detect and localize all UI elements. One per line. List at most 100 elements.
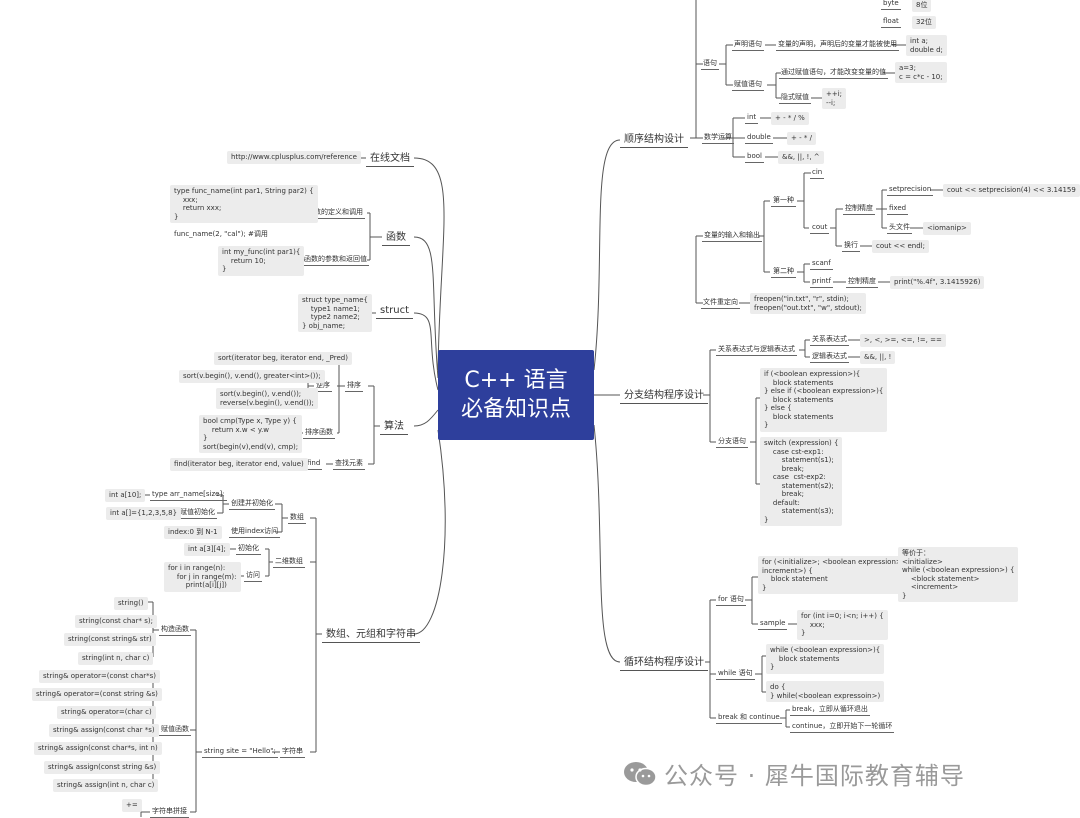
concat-op: += <box>122 799 142 812</box>
docs-url[interactable]: http://www.cplusplus.com/reference <box>227 151 361 164</box>
algo-reverse: 逆序 <box>314 381 332 392</box>
branch-loop-title: 循环结构程序设计 <box>620 653 708 671</box>
algo-find-short: find <box>305 459 323 470</box>
break-desc: break，立即从循环退出 <box>790 705 870 716</box>
io-first: 第一种 <box>771 196 796 207</box>
func-def-code: type func_name(int par1, String par2) { … <box>170 185 318 223</box>
branch-func-title: 函数 <box>382 228 410 246</box>
string-assign: 赋值函数 <box>159 725 191 736</box>
twod-access: 访问 <box>244 571 262 582</box>
reverse-code-1: sort(v.begin(), v.end(), greater<int>())… <box>179 370 325 383</box>
type-byte: byte <box>881 0 901 10</box>
for-sample: sample <box>758 619 788 630</box>
seq-stmt: 语句 <box>701 59 719 70</box>
array-create: 创建并初始化 <box>229 499 275 510</box>
ctor-item: string(int n, char c) <box>78 652 154 665</box>
array-index: 使用index访问 <box>229 527 281 538</box>
root-title-line1: C++ 语言 <box>464 368 568 393</box>
op-bool-values: &&, ||, !, ^ <box>778 151 824 164</box>
connector-lines <box>136 0 943 817</box>
watermark: 公众号 · 犀牛国际教育辅导 <box>622 756 965 791</box>
op-int: int <box>745 113 759 124</box>
dowhile-code: do { } while(<boolean expressoin>) <box>766 681 885 702</box>
branch-arrays-title: 数组、元组和字符串 <box>322 625 420 643</box>
branch-seq-title: 顺序结构设计 <box>620 130 688 148</box>
logic-expr: 逻辑表达式 <box>810 352 849 363</box>
branch-stmt: 分支语句 <box>716 437 748 448</box>
ctrl-precision-2: 控制精度 <box>846 277 878 288</box>
ctor-item: string(const string& str) <box>64 633 156 646</box>
func-param: 函数的参数和返回值 <box>302 255 369 266</box>
type-float: float <box>881 17 901 28</box>
watermark-text: 公众号 · 犀牛国际教育辅导 <box>664 762 965 790</box>
redirect-code: freopen("in.txt", "r", stdin); freopen("… <box>750 293 866 314</box>
op-bool: bool <box>745 152 764 163</box>
rel-logic: 关系表达式与逻辑表达式 <box>716 345 797 356</box>
io-cin: cin <box>810 168 825 179</box>
algo-sort: 排序 <box>345 381 363 392</box>
wechat-icon <box>624 761 657 786</box>
assign-item: string& assign(int n, char c) <box>53 779 159 792</box>
branch-algo-title: 算法 <box>380 417 408 435</box>
algo-cmp: 排序函数 <box>303 428 335 439</box>
reverse-code-2: sort(v.begin(), v.end()); reverse(v.begi… <box>216 388 318 409</box>
assign-desc: 通过赋值语句，才能改变变量的值 <box>779 68 888 79</box>
io-printf: printf <box>810 277 833 288</box>
string-decl: string site = "Hello"; <box>202 747 278 758</box>
twod-init: 初始化 <box>236 544 261 555</box>
continue-desc: continue，立即开始下一轮循环 <box>790 722 895 733</box>
math-ops: 数学运算 <box>702 133 734 144</box>
sort-proto: sort(iterator beg, iterator end, _Pred) <box>214 352 352 365</box>
assign-stmt: 赋值语句 <box>732 80 764 91</box>
header-file: 头文件 <box>887 223 912 234</box>
break-continue: break 和 continue <box>716 713 782 724</box>
array-index-range: index:0 到 N-1 <box>164 526 222 539</box>
newline: 换行 <box>842 241 860 252</box>
find-code: find(iterator beg, iterator end, value) <box>170 458 308 471</box>
sample-code: for (int i=0; i<n; i++) { xxx; } <box>797 610 888 640</box>
ctor-item: string() <box>114 597 148 610</box>
twod-array: 二维数组 <box>273 557 305 568</box>
for-stmt: for 语句 <box>716 595 746 606</box>
assign-item: string& assign(const string &s) <box>44 761 161 774</box>
redirect: 文件重定向 <box>701 298 740 309</box>
root-title-line2: 必备知识点 <box>460 397 571 422</box>
twod-init-code: int a[3][4]; <box>184 543 230 556</box>
op-double-values: + - * / <box>787 132 816 145</box>
type-byte-value: 8位 <box>912 0 932 12</box>
type-float-value: 32位 <box>912 16 936 29</box>
assign-item: string& assign(const char *s) <box>49 724 159 737</box>
while-stmt: while 语句 <box>716 669 755 680</box>
switch-code: switch (expression) { case cst-exp1: sta… <box>760 437 843 526</box>
printf-code: print("%.4f", 3.1415926) <box>890 276 985 289</box>
array-node: 数组 <box>288 513 306 524</box>
header-code: <iomanip> <box>923 222 971 235</box>
io-second: 第二种 <box>771 267 796 278</box>
cmp-code: bool cmp(Type x, Type y) { return x.w < … <box>199 415 303 453</box>
twod-access-code: for i in range(n): for j in range(m): pr… <box>164 562 241 592</box>
setprecision: setprecision <box>887 185 934 196</box>
while-code: while (<boolean expression>){ block stat… <box>766 644 885 674</box>
for-code: for (<initialize>; <boolean expression>;… <box>758 556 917 594</box>
newline-code: cout << endl; <box>872 240 929 253</box>
logic-ops: &&, ||, ! <box>860 351 896 364</box>
array-decl-type: type arr_name[size]; <box>150 490 227 501</box>
implicit-code: ++i; --i; <box>822 88 847 109</box>
func-call-code: func_name(2, "cal"); #调用 <box>174 230 268 238</box>
rel-ops: >, <, >=, <=, !=, == <box>860 334 946 347</box>
decl-desc: 变量的声明，声明后的变量才能被使用 <box>776 40 899 51</box>
io-node: 变量的输入和输出 <box>702 231 762 242</box>
root-node: C++ 语言 必备知识点 <box>438 350 594 440</box>
decl-stmt: 声明语句 <box>732 40 764 51</box>
branch-docs-title: 在线文档 <box>366 149 414 167</box>
if-code: if (<boolean expression>){ block stateme… <box>760 368 888 432</box>
string-ctor: 构造函数 <box>159 625 191 636</box>
algo-find: 查找元素 <box>333 459 365 470</box>
func-param-code: int my_func(int par1){ return 10; } <box>218 246 305 276</box>
ctor-item: string(const char* s); <box>75 615 157 628</box>
assign-item: string& operator=(char c) <box>57 706 156 719</box>
string-concat: 字符串拼接 <box>150 807 189 818</box>
assign-code: a=3; c = c*c - 10; <box>895 62 947 83</box>
implicit-assign: 隐式赋值 <box>779 93 811 104</box>
assign-item: string& operator=(const string &s) <box>32 688 162 701</box>
